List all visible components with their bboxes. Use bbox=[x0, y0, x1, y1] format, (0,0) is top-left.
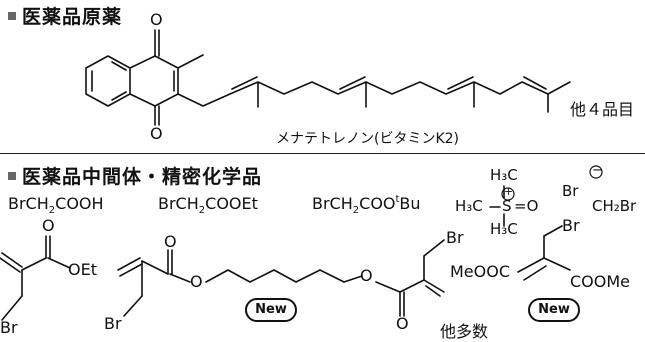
diester-o-ester-right: O bbox=[360, 266, 373, 285]
section-heading-api: 医薬品原薬 bbox=[8, 2, 122, 29]
compound-name-menatetrenone: メナテトレノン(ビタミンK2) bbox=[276, 131, 460, 147]
sulfoxonium-h3c-top: H₃C bbox=[490, 166, 518, 184]
diester-o-carbonyl-right: O bbox=[396, 314, 409, 333]
atom-o-top: O bbox=[150, 10, 163, 29]
sulfoxonium-ch2br: CH₂Br bbox=[592, 197, 637, 215]
others-many: 他多数 bbox=[440, 322, 489, 341]
acrylate-oet: OEt bbox=[68, 260, 97, 279]
maleate-meooc: MeOOC bbox=[450, 262, 511, 281]
diester-br-right: Br bbox=[446, 228, 464, 247]
section-heading-intermediates: 医薬品中間体・精密化学品 bbox=[8, 162, 262, 189]
acrylate-br: Br bbox=[0, 318, 18, 337]
compound-bromoacetic-acid: BrCH2COOH bbox=[8, 194, 104, 216]
diester-o-carbonyl-left: O bbox=[164, 232, 177, 251]
maleate-coome: COOMe bbox=[570, 272, 631, 291]
atom-o-bottom: O bbox=[150, 124, 163, 143]
sulfoxonium-minus: − bbox=[592, 163, 603, 178]
diester-br-left: Br bbox=[104, 314, 122, 333]
benzene-ring bbox=[85, 55, 131, 107]
acrylate-o: O bbox=[42, 216, 55, 235]
maleate-br: Br bbox=[562, 216, 580, 235]
sulfoxonium-h3c-bottom: H₃C bbox=[490, 220, 518, 238]
sulfoxonium-h3c-left: H₃C bbox=[455, 197, 483, 215]
others-four-items: 他４品目 bbox=[570, 100, 635, 119]
compound-tbutyl-bromoacetate: BrCH2COOtBu bbox=[312, 194, 421, 216]
square-bullet-icon bbox=[8, 11, 16, 20]
compound-ethyl-bromoacetate: BrCH2COOEt bbox=[158, 194, 258, 216]
new-badge-diester: New bbox=[245, 298, 297, 322]
section-divider bbox=[0, 153, 645, 154]
sulfoxonium-plus: + bbox=[504, 185, 514, 198]
sulfoxonium-br: Br bbox=[562, 182, 579, 200]
square-bullet-icon bbox=[8, 171, 16, 180]
quinone-ring bbox=[129, 55, 179, 107]
diester-o-ester-left: O bbox=[190, 272, 203, 291]
sulfoxonium-s: S bbox=[502, 197, 512, 215]
sulfoxonium-eq-o: =O bbox=[514, 197, 539, 215]
new-badge-maleate: New bbox=[528, 298, 580, 322]
